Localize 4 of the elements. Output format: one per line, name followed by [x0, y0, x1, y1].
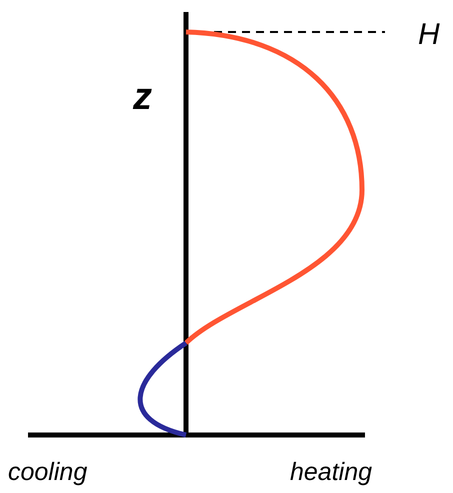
- axis-label: z: [133, 78, 152, 116]
- height-label: H: [418, 20, 440, 50]
- axis-label: heating: [290, 460, 372, 485]
- axis-label: cooling: [8, 460, 88, 485]
